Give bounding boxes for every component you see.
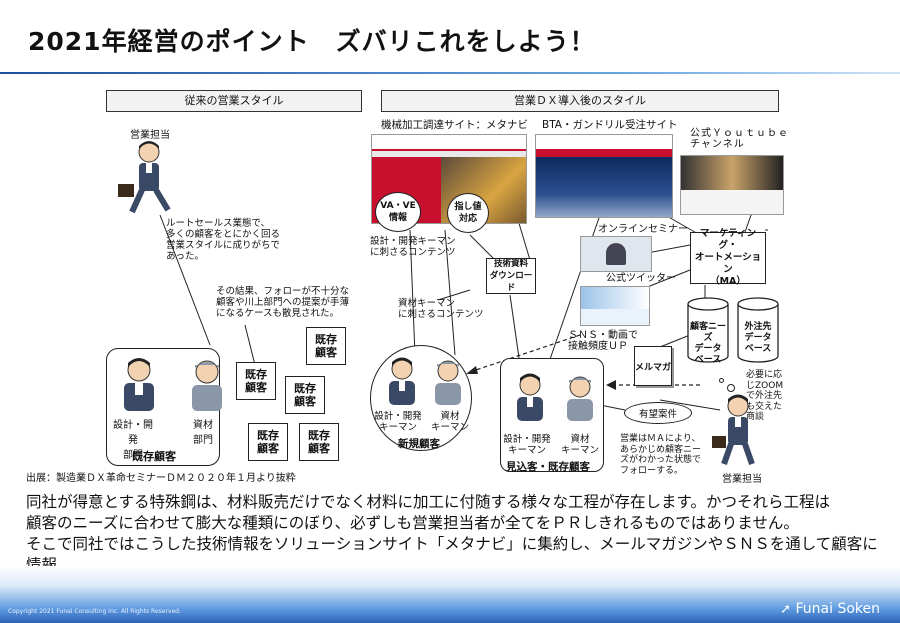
existing-customer-box: 既存 顧客 xyxy=(248,423,288,461)
existing-material-label: 資材 部門 xyxy=(193,420,213,446)
sales-person-icon xyxy=(118,141,171,214)
twitter-caption: 公式ツイッター xyxy=(606,273,676,284)
material-person-icon xyxy=(192,360,222,411)
brand-mark-icon: ➚ xyxy=(780,602,792,617)
promising-deal-bubble: 有望案件 xyxy=(624,402,692,424)
thought-dot xyxy=(727,384,735,392)
youtube-caption: 公式Ｙｏｕｔｕｂｅ チャンネル xyxy=(690,128,789,150)
twitter-screenshot xyxy=(580,286,650,326)
footer-band xyxy=(0,566,900,623)
youtube-screenshot xyxy=(680,155,784,215)
new-material-person-icon xyxy=(435,360,461,405)
new-design-person-icon xyxy=(389,357,415,405)
prospect-panel-title: 見込客・既存顧客 xyxy=(506,461,590,473)
existing-customer-box: 既存 顧客 xyxy=(236,362,276,400)
existing-panel-title: 既存顧客 xyxy=(132,450,176,463)
prospect-design-label: 設計・開発 キーマン xyxy=(503,434,551,456)
source-note: 出展：製造業ＤＸ革命セミナーＤＭ２０２０年１月より抜粋 xyxy=(26,473,296,484)
seminar-caption: オンラインセミナー xyxy=(598,224,688,235)
sns-text: ＳＮＳ・動画で 接触頻度ＵＰ xyxy=(568,330,638,352)
design-person-icon xyxy=(124,358,154,411)
existing-customer-box: 既存 顧客 xyxy=(299,423,339,461)
database-cylinders xyxy=(687,297,779,363)
mailmag-box: メルマガ xyxy=(634,346,672,386)
sales-person-bottom-label: 営業担当 xyxy=(722,474,762,485)
brand-logo: ➚ Funai Soken xyxy=(780,601,880,617)
ma-note-text: 営業はＭＡにより、 あらかじめ顧客ニー ズがわかった状態で フォローする。 xyxy=(620,434,702,476)
existing-customer-box: 既存 顧客 xyxy=(285,376,325,414)
zoom-text: 必要に応 じZOOM で外注先 も交えた 商談 xyxy=(746,370,784,422)
brand-name: Funai Soken xyxy=(795,601,881,617)
metanavi-caption: 機械加工調達サイト：メタナビ xyxy=(381,119,528,131)
bta-caption: BTA・ガンドリル受注サイト xyxy=(542,119,678,131)
result-text: その結果、フォローが不十分な 顧客や川上部門への提案が手薄 になるケースも散見さ… xyxy=(216,286,350,319)
existing-customer-box: 既存 顧客 xyxy=(306,327,346,365)
sales-person-top-label: 営業担当 xyxy=(130,130,170,141)
body-paragraph: 同社が得意とする特殊鋼は、材料販売だけでなく材料に加工に付随する様々な工程が存在… xyxy=(26,493,878,595)
tech-download-box: 技術資料 ダウンロード xyxy=(486,258,536,294)
right-section-header: 営業ＤＸ導入後のスタイル xyxy=(381,90,779,112)
page-title: 2021年経営のポイント ズバリこれをしよう！ xyxy=(28,27,596,56)
new-panel-title: 新規顧客 xyxy=(398,438,440,450)
route-sales-text: ルートセールス業態で、 多くの顧客をとにかく回る 営業スタイルに成りがちで あっ… xyxy=(166,218,281,262)
bta-site-screenshot xyxy=(535,134,673,218)
design-contents-text: 設計・開発キーマン に刺さるコンテンツ xyxy=(370,236,456,258)
prospect-design-person-icon xyxy=(517,373,543,421)
new-design-label: 設計・開発 キーマン xyxy=(374,411,422,433)
prospect-material-label: 資材 キーマン xyxy=(560,434,599,456)
left-section-header: 従来の営業スタイル xyxy=(106,90,362,112)
sashine-bubble: 指し値 対応 xyxy=(447,193,489,233)
material-contents-text: 資材キーマン に刺さるコンテンツ xyxy=(398,298,484,320)
ma-box: マーケティング・ オートメーション （MA） xyxy=(690,228,766,287)
thought-dot xyxy=(719,378,724,383)
prospect-material-person-icon xyxy=(567,376,593,421)
va-ve-info-bubble: VA・VE 情報 xyxy=(375,192,421,232)
sales-person-bottom-icon xyxy=(712,394,755,465)
copyright-text: Copyright 2021 Funai Consulting Inc. All… xyxy=(8,608,181,615)
customer-needs-db-label: 顧客ニーズ データ ベース xyxy=(689,322,726,365)
new-material-label: 資材 キーマン xyxy=(430,411,469,433)
title-rule xyxy=(0,72,900,74)
seminar-screenshot xyxy=(580,236,652,272)
existing-design-label: 設計・開発 部門 xyxy=(113,420,153,461)
vendor-db-label: 外注先 データ ベース xyxy=(744,322,772,354)
